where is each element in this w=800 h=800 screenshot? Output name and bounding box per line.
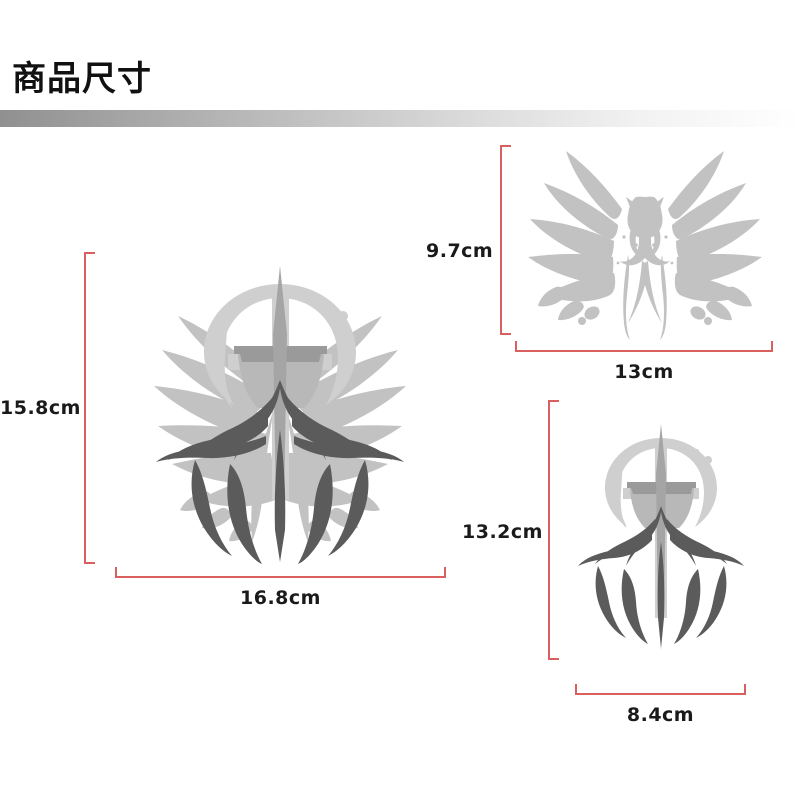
- dimension-cap-top: [548, 400, 559, 402]
- dimension-cap-bottom: [548, 658, 559, 660]
- dimension-label-width-center-emblem: 8.4cm: [626, 704, 695, 726]
- dimension-line-height-center-emblem: [542, 400, 560, 660]
- winged-cross-emblem-artwork: [100, 250, 460, 570]
- dimension-line-height-full-emblem: [78, 252, 96, 564]
- dimension-line-width-full-emblem: [115, 566, 446, 584]
- dimension-stem: [515, 350, 773, 352]
- dimension-cap-top: [84, 252, 95, 254]
- dimension-stem: [84, 252, 86, 564]
- dimension-cap-right: [444, 567, 446, 578]
- center-cross-emblem-artwork: [573, 418, 749, 668]
- dimension-label-width-wing-pair: 13cm: [614, 361, 674, 383]
- dimension-stem: [115, 576, 446, 578]
- dimension-cap-top: [500, 145, 511, 147]
- dimension-cap-bottom: [500, 333, 511, 335]
- header-gradient-divider: [0, 110, 800, 127]
- wing-pair-artwork: [510, 145, 780, 340]
- dimension-line-width-wing-pair: [515, 340, 773, 358]
- dimension-cap-left: [575, 684, 577, 695]
- dimension-cap-left: [115, 567, 117, 578]
- dimension-label-width-full-emblem: 16.8cm: [240, 587, 321, 609]
- dimension-cap-bottom: [84, 562, 95, 564]
- dimension-line-height-wing-pair: [494, 145, 512, 335]
- page-title: 商品尺寸: [12, 59, 152, 99]
- dimension-cap-left: [515, 341, 517, 352]
- dimension-cap-right: [771, 341, 773, 352]
- dimension-label-height-center-emblem: 13.2cm: [462, 521, 543, 543]
- dimension-stem: [548, 400, 550, 660]
- dimension-cap-right: [744, 684, 746, 695]
- dimension-label-height-wing-pair: 9.7cm: [426, 240, 494, 262]
- dimension-label-height-full-emblem: 15.8cm: [0, 397, 81, 419]
- dimension-stem: [575, 693, 746, 695]
- dimension-line-width-center-emblem: [575, 683, 746, 701]
- dimension-stem: [500, 145, 502, 335]
